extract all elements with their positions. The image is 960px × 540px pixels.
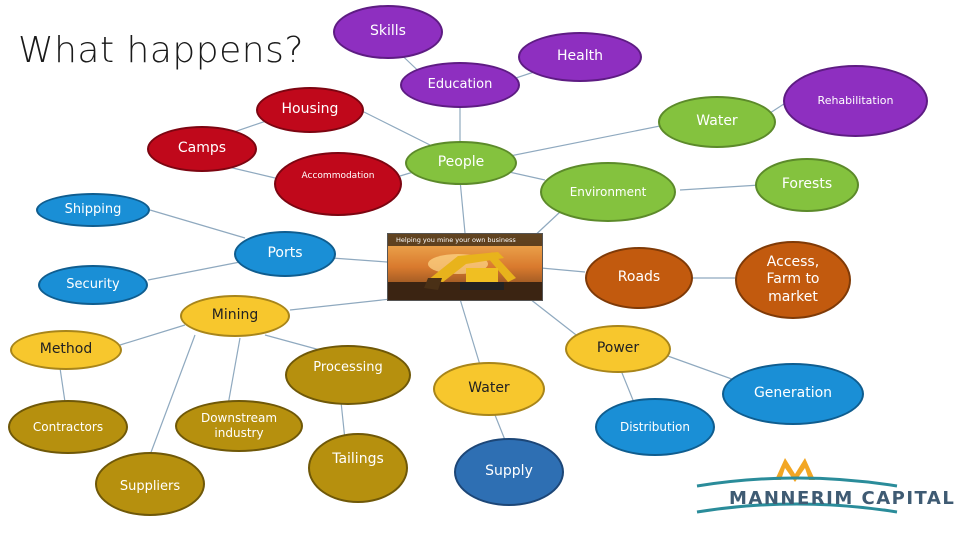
photo-caption: Helping you mine your own business <box>388 234 542 246</box>
link-shipping-ports <box>149 209 246 239</box>
node-contractors: Contractors <box>8 400 128 454</box>
node-generation: Generation <box>722 363 864 425</box>
node-power-label: Power <box>596 340 640 357</box>
node-mining: Mining <box>180 295 290 337</box>
link-center-water <box>459 298 481 366</box>
link-ports-center <box>331 257 388 263</box>
node-suppliers-label: Suppliers <box>119 478 181 494</box>
node-supply: Supply <box>454 438 564 506</box>
node-downstream-label: Downstream industry <box>200 411 278 440</box>
node-mining-label: Mining <box>211 307 259 324</box>
node-shipping-label: Shipping <box>64 201 122 217</box>
node-skills-label: Skills <box>370 23 406 40</box>
node-contractors-label: Contractors <box>32 419 104 434</box>
node-camps-label: Camps <box>177 140 227 157</box>
node-tailings-label: Tailings <box>332 451 384 468</box>
slide-title: What happens? <box>18 30 304 71</box>
node-people-label: People <box>437 154 485 171</box>
node-skills: Skills <box>333 5 443 59</box>
link-water-people <box>504 124 666 158</box>
node-rehabilitation-label: Rehabilitation <box>817 94 894 108</box>
node-access-label: Access, Farm to market <box>766 253 820 305</box>
node-water-top: Water <box>658 96 776 148</box>
node-environment-label: Environment <box>569 184 647 199</box>
link-mining-processing <box>264 334 321 351</box>
node-processing-label: Processing <box>313 359 383 375</box>
node-suppliers: Suppliers <box>95 452 205 516</box>
node-ports: Ports <box>234 231 336 277</box>
node-education: Education <box>400 62 520 108</box>
node-accommodation-label: Accommodation <box>301 171 375 182</box>
link-security-ports <box>147 261 241 281</box>
node-downstream: Downstream industry <box>175 400 303 452</box>
node-forests-label: Forests <box>781 176 833 193</box>
link-mining-suppliers <box>149 334 196 456</box>
node-security: Security <box>38 265 148 305</box>
node-health-label: Health <box>557 48 603 65</box>
link-mining-center <box>289 297 401 311</box>
node-power: Power <box>565 325 671 373</box>
link-power-generation <box>664 354 741 383</box>
node-supply-label: Supply <box>485 463 533 480</box>
node-generation-label: Generation <box>753 385 833 402</box>
excavator-photo: Helping you mine your own business <box>387 233 543 301</box>
node-housing-label: Housing <box>281 101 339 118</box>
node-security-label: Security <box>66 276 120 292</box>
node-water-bottom: Water <box>433 362 545 416</box>
node-distribution-label: Distribution <box>619 419 690 434</box>
node-water-bottom-label: Water <box>468 380 510 397</box>
logo-text: MANNERIM CAPITAL <box>729 488 956 509</box>
node-education-label: Education <box>427 76 493 92</box>
link-power-distribution <box>619 367 636 406</box>
node-roads-label: Roads <box>617 269 661 286</box>
node-water-top-label: Water <box>696 113 738 130</box>
node-processing: Processing <box>285 345 411 405</box>
link-roads-center <box>540 267 586 273</box>
link-people-center <box>459 179 466 234</box>
node-camps: Camps <box>147 126 257 172</box>
mannerim-capital-logo: MANNERIM CAPITAL <box>693 452 954 514</box>
node-access: Access, Farm to market <box>735 241 851 319</box>
node-method: Method <box>10 330 122 370</box>
node-forests: Forests <box>755 158 859 212</box>
node-distribution: Distribution <box>595 398 715 456</box>
link-mining-downstream <box>227 337 241 406</box>
node-environment: Environment <box>540 162 676 222</box>
node-shipping: Shipping <box>36 193 150 227</box>
node-rehabilitation: Rehabilitation <box>783 65 928 137</box>
link-method-mining <box>119 324 186 346</box>
link-water-supply <box>494 414 506 441</box>
node-housing: Housing <box>256 87 364 133</box>
node-people: People <box>405 141 517 185</box>
link-method-contractors <box>59 367 66 403</box>
node-ports-label: Ports <box>267 245 303 262</box>
node-accommodation: Accommodation <box>274 152 402 216</box>
node-tailings: Tailings <box>308 433 408 503</box>
link-environment-forests <box>679 184 761 191</box>
node-roads: Roads <box>585 247 693 309</box>
node-method-label: Method <box>39 341 93 358</box>
link-center-power <box>529 298 581 339</box>
node-health: Health <box>518 32 642 82</box>
logo-mark-icon <box>696 458 898 514</box>
